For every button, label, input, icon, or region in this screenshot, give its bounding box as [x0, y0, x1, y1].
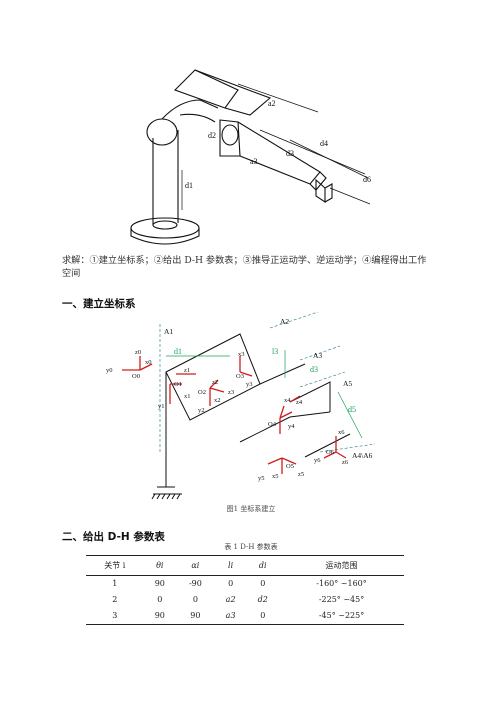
- table-header-row: 关节 i θi αi li di 运动范围: [86, 555, 404, 576]
- frame-O2: O2: [198, 389, 206, 396]
- table-cell: -160° ~160°: [316, 579, 367, 588]
- frame-x6: x6: [338, 429, 345, 436]
- table-cell: 0: [260, 579, 266, 588]
- axis-label-A3: A3: [313, 351, 322, 360]
- table-cell: -225° ~45°: [318, 595, 365, 604]
- dim-d3: d3: [310, 365, 318, 374]
- label-d1: d1: [185, 181, 193, 190]
- frame-z3: z3: [228, 389, 234, 396]
- frame-O5: O5: [286, 463, 294, 470]
- dim-d5: d5: [348, 405, 356, 414]
- frame-y3: y3: [246, 381, 253, 388]
- label-a2: a2: [268, 99, 276, 108]
- frame-y6: y6: [314, 457, 321, 464]
- table-cell: 3: [86, 608, 144, 625]
- dh-parameter-table: 关节 i θi αi li di 运动范围 1 90 -90 0 0 -160°…: [86, 555, 404, 625]
- frame-x5: x5: [272, 473, 279, 480]
- table-cell: 90: [176, 608, 215, 625]
- header-range: 运动范围: [279, 555, 404, 576]
- table-cell: a2: [225, 595, 236, 604]
- label-d3: d3: [286, 149, 294, 158]
- table-cell: 0: [192, 595, 198, 604]
- frame-O0: O0: [132, 373, 140, 380]
- frame-z0: z0: [135, 349, 141, 356]
- frame-z4: z4: [296, 399, 303, 406]
- table-cell: a3: [214, 608, 247, 625]
- frame-y5: y5: [258, 475, 265, 482]
- header-joint: 关节 i: [86, 555, 144, 576]
- axis-label-A4-A6: A4\A6: [352, 451, 373, 460]
- frame-y2: y2: [198, 407, 205, 414]
- header-d: di: [246, 555, 280, 576]
- intro-text: 求解：①建立坐标系；②给出 D-H 参数表；③推导正运动学、逆运动学；④编程得出…: [62, 255, 427, 279]
- table-cell: 90: [154, 579, 165, 588]
- table-cell: 1: [112, 579, 118, 588]
- frame-O4: O4: [268, 421, 277, 428]
- table-cell: 0: [246, 608, 280, 625]
- frame-x3: x3: [238, 351, 245, 358]
- frame-x4: x4: [284, 397, 291, 404]
- table-row: 3 90 90 a3 0 -45° ~225°: [86, 608, 404, 625]
- axis-label-A2: A2: [280, 317, 289, 326]
- table-cell: -90: [188, 579, 202, 588]
- coordinate-frames-figure: A1 A2 A3 A5 A4\A6 d1 l3 d3 d5 z0 x0 y0 O…: [106, 312, 376, 500]
- section2-title: 二、给出 D-H 参数表: [62, 531, 165, 543]
- frame-y0: y0: [106, 367, 113, 374]
- table-cell: 0: [228, 579, 234, 588]
- frame-y1: y1: [158, 403, 165, 410]
- figure2-caption: 图1 坐标系建立: [226, 505, 276, 513]
- frame-x1: x1: [184, 393, 191, 400]
- label-a3: a3: [250, 157, 258, 166]
- frame-y4: y4: [288, 423, 295, 430]
- frame-z2: z2: [212, 379, 218, 386]
- section1-title: 一、建立坐标系: [62, 298, 136, 310]
- header-alpha: αi: [176, 555, 215, 576]
- frame-z6: z6: [342, 459, 349, 466]
- robot-arm-figure: a2 d2 d3 a3 d4 d6 d1: [130, 69, 371, 245]
- frame-O6: O6: [326, 449, 335, 456]
- axis-label-A5: A5: [343, 379, 352, 388]
- table-caption: 表 1 D-H 参数表: [224, 543, 278, 551]
- table-cell: 0: [157, 595, 163, 604]
- frame-O1: O1: [174, 381, 182, 388]
- dim-d1: d1: [174, 347, 182, 356]
- table-cell: -45° ~225°: [279, 608, 404, 625]
- axis-label-A1: A1: [164, 327, 173, 336]
- frame-O3: O3: [236, 373, 244, 380]
- frame-x0: x0: [145, 359, 152, 366]
- dim-l3: l3: [272, 347, 278, 356]
- table-row: 2 0 0 a2 d2 -225° ~45°: [86, 592, 404, 608]
- frame-z5: z5: [298, 471, 304, 478]
- label-d6: d6: [363, 175, 371, 184]
- table-row: 1 90 -90 0 0 -160° ~160°: [86, 576, 404, 593]
- table-cell: 90: [143, 608, 177, 625]
- label-d4: d4: [320, 139, 328, 148]
- table-cell: 2: [112, 595, 118, 604]
- table-cell: d2: [257, 595, 268, 604]
- frame-x2: x2: [214, 397, 221, 404]
- header-theta: θi: [143, 555, 177, 576]
- frame-z1: z1: [184, 367, 190, 374]
- label-d2: d2: [208, 131, 216, 140]
- header-l: li: [214, 555, 247, 576]
